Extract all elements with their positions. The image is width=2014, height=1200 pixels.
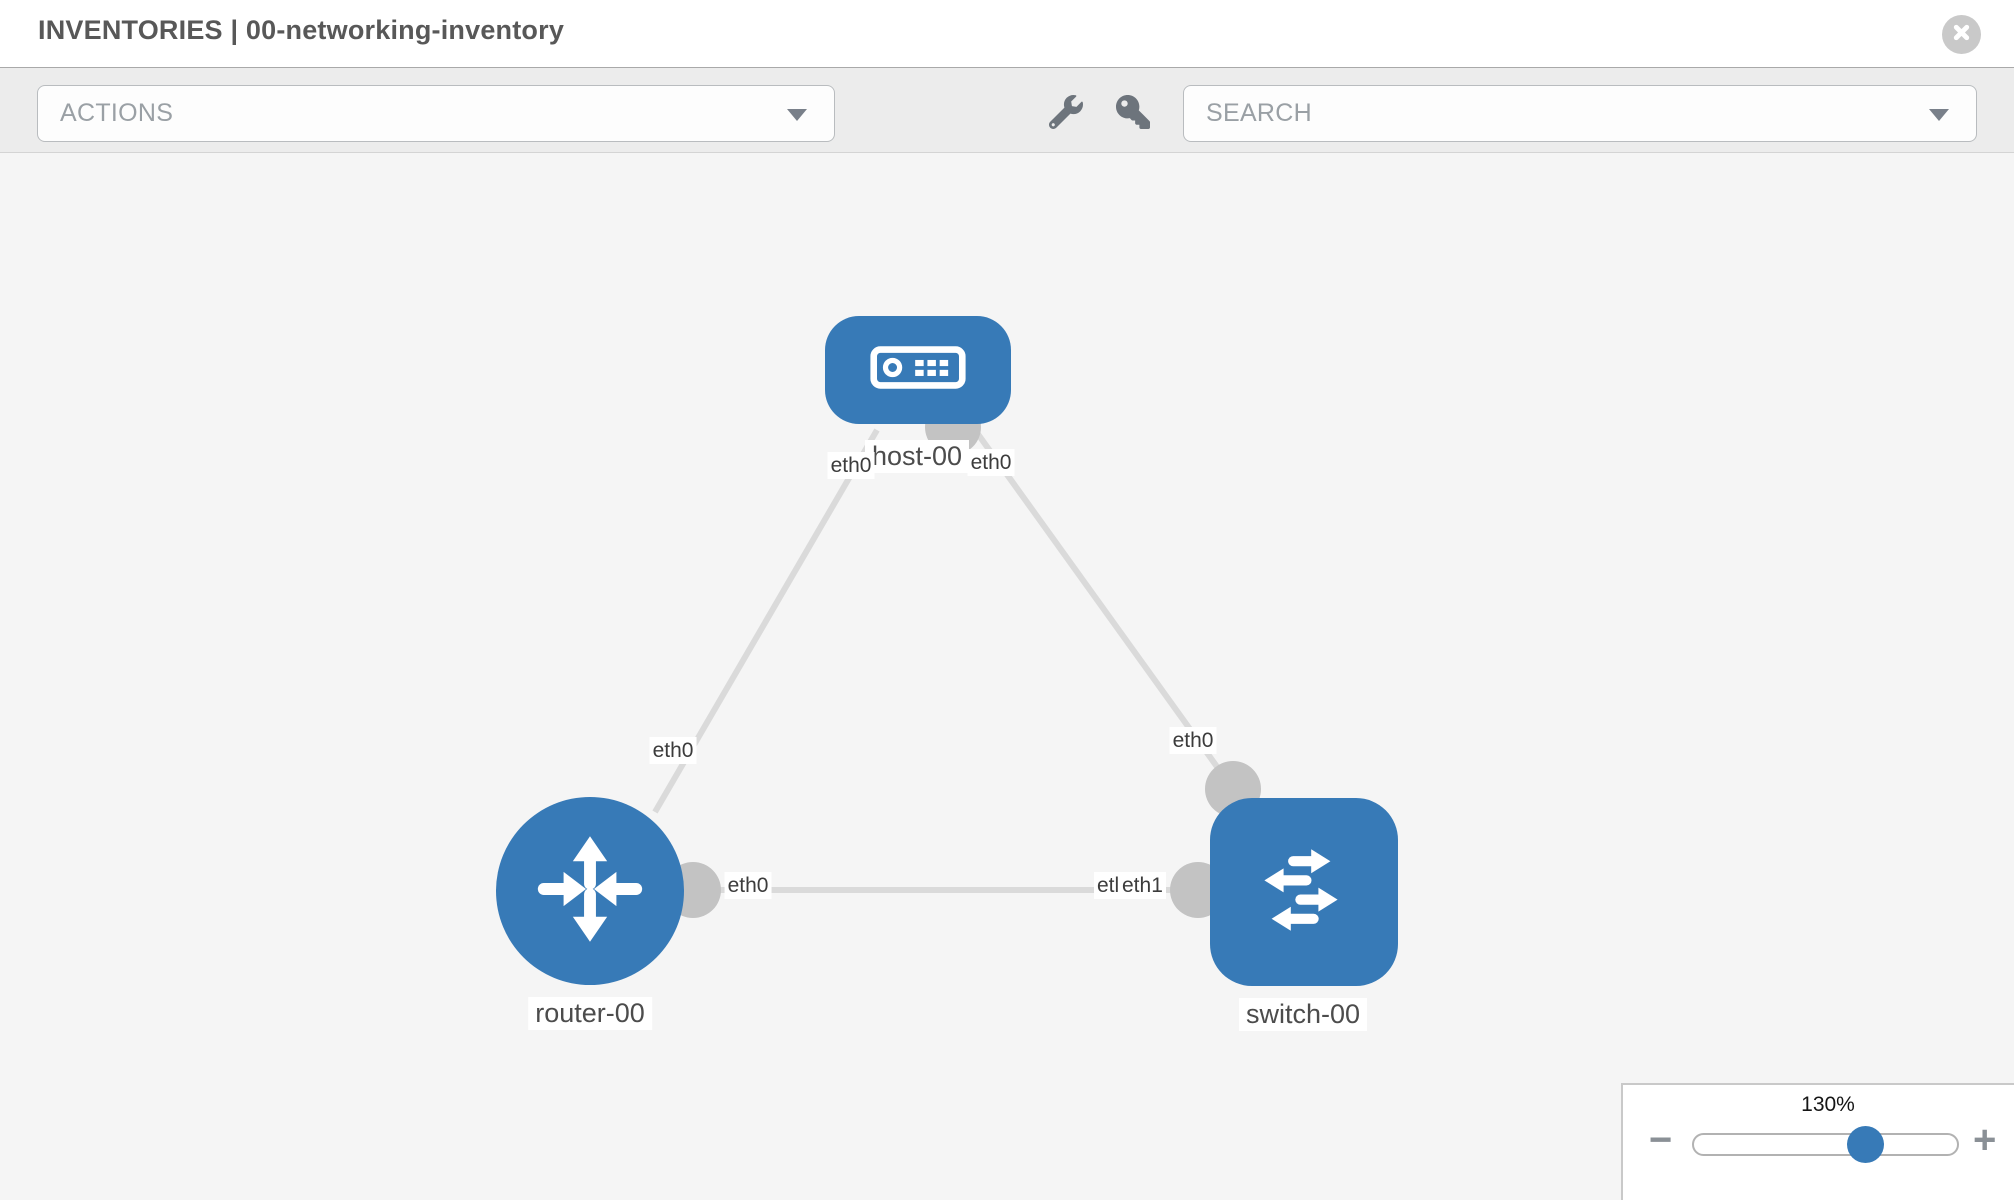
node-router-00[interactable] (496, 797, 684, 985)
zoom-control-panel: 130% − + (1621, 1083, 2014, 1200)
zoom-in-button[interactable]: + (1973, 1118, 1997, 1162)
search-dropdown-label: SEARCH (1206, 99, 1312, 127)
router-icon (524, 823, 656, 960)
close-button[interactable] (1942, 15, 1981, 54)
node-label-switch-00: switch-00 (1238, 998, 1368, 1031)
node-label-router-00: router-00 (528, 997, 652, 1030)
configure-button[interactable] (1046, 93, 1086, 133)
interface-label-switch-to-router: eth1 (1119, 872, 1166, 899)
zoom-level-value: 130% (1801, 1093, 1855, 1116)
close-icon (1951, 22, 1972, 48)
interface-label-host-to-router: eth0 (827, 452, 875, 479)
key-button[interactable] (1113, 93, 1153, 133)
actions-dropdown-label: ACTIONS (60, 99, 174, 127)
chevron-down-icon (787, 109, 807, 121)
interface-label-host-to-switch: eth0 (967, 449, 1015, 476)
zoom-out-button[interactable]: − (1649, 1118, 1673, 1162)
topology-canvas[interactable] (0, 153, 2014, 1200)
interface-label-router-to-switch: eth0 (724, 872, 772, 899)
interface-label-switch-clipped: etl (1094, 872, 1123, 899)
node-switch-00[interactable] (1210, 798, 1398, 986)
search-dropdown[interactable]: SEARCH (1183, 85, 1977, 142)
server-icon (869, 343, 967, 397)
toolbar: ACTIONS SEARCH (0, 67, 2014, 153)
node-host-00[interactable] (825, 316, 1011, 424)
interface-label-switch-to-host: eth0 (1169, 727, 1217, 754)
node-label-host-00: host-00 (864, 440, 970, 473)
wrench-icon (1048, 94, 1083, 132)
key-icon (1116, 94, 1150, 132)
page-title: INVENTORIES | 00-networking-inventory (38, 15, 565, 45)
interface-label-router-to-host: eth0 (649, 737, 697, 764)
zoom-slider-track[interactable] (1692, 1133, 1959, 1156)
header: INVENTORIES | 00-networking-inventory (0, 0, 2014, 67)
switch-icon (1244, 830, 1364, 955)
chevron-down-icon (1929, 109, 1949, 121)
actions-dropdown[interactable]: ACTIONS (37, 85, 835, 142)
zoom-slider-handle[interactable] (1847, 1126, 1884, 1163)
